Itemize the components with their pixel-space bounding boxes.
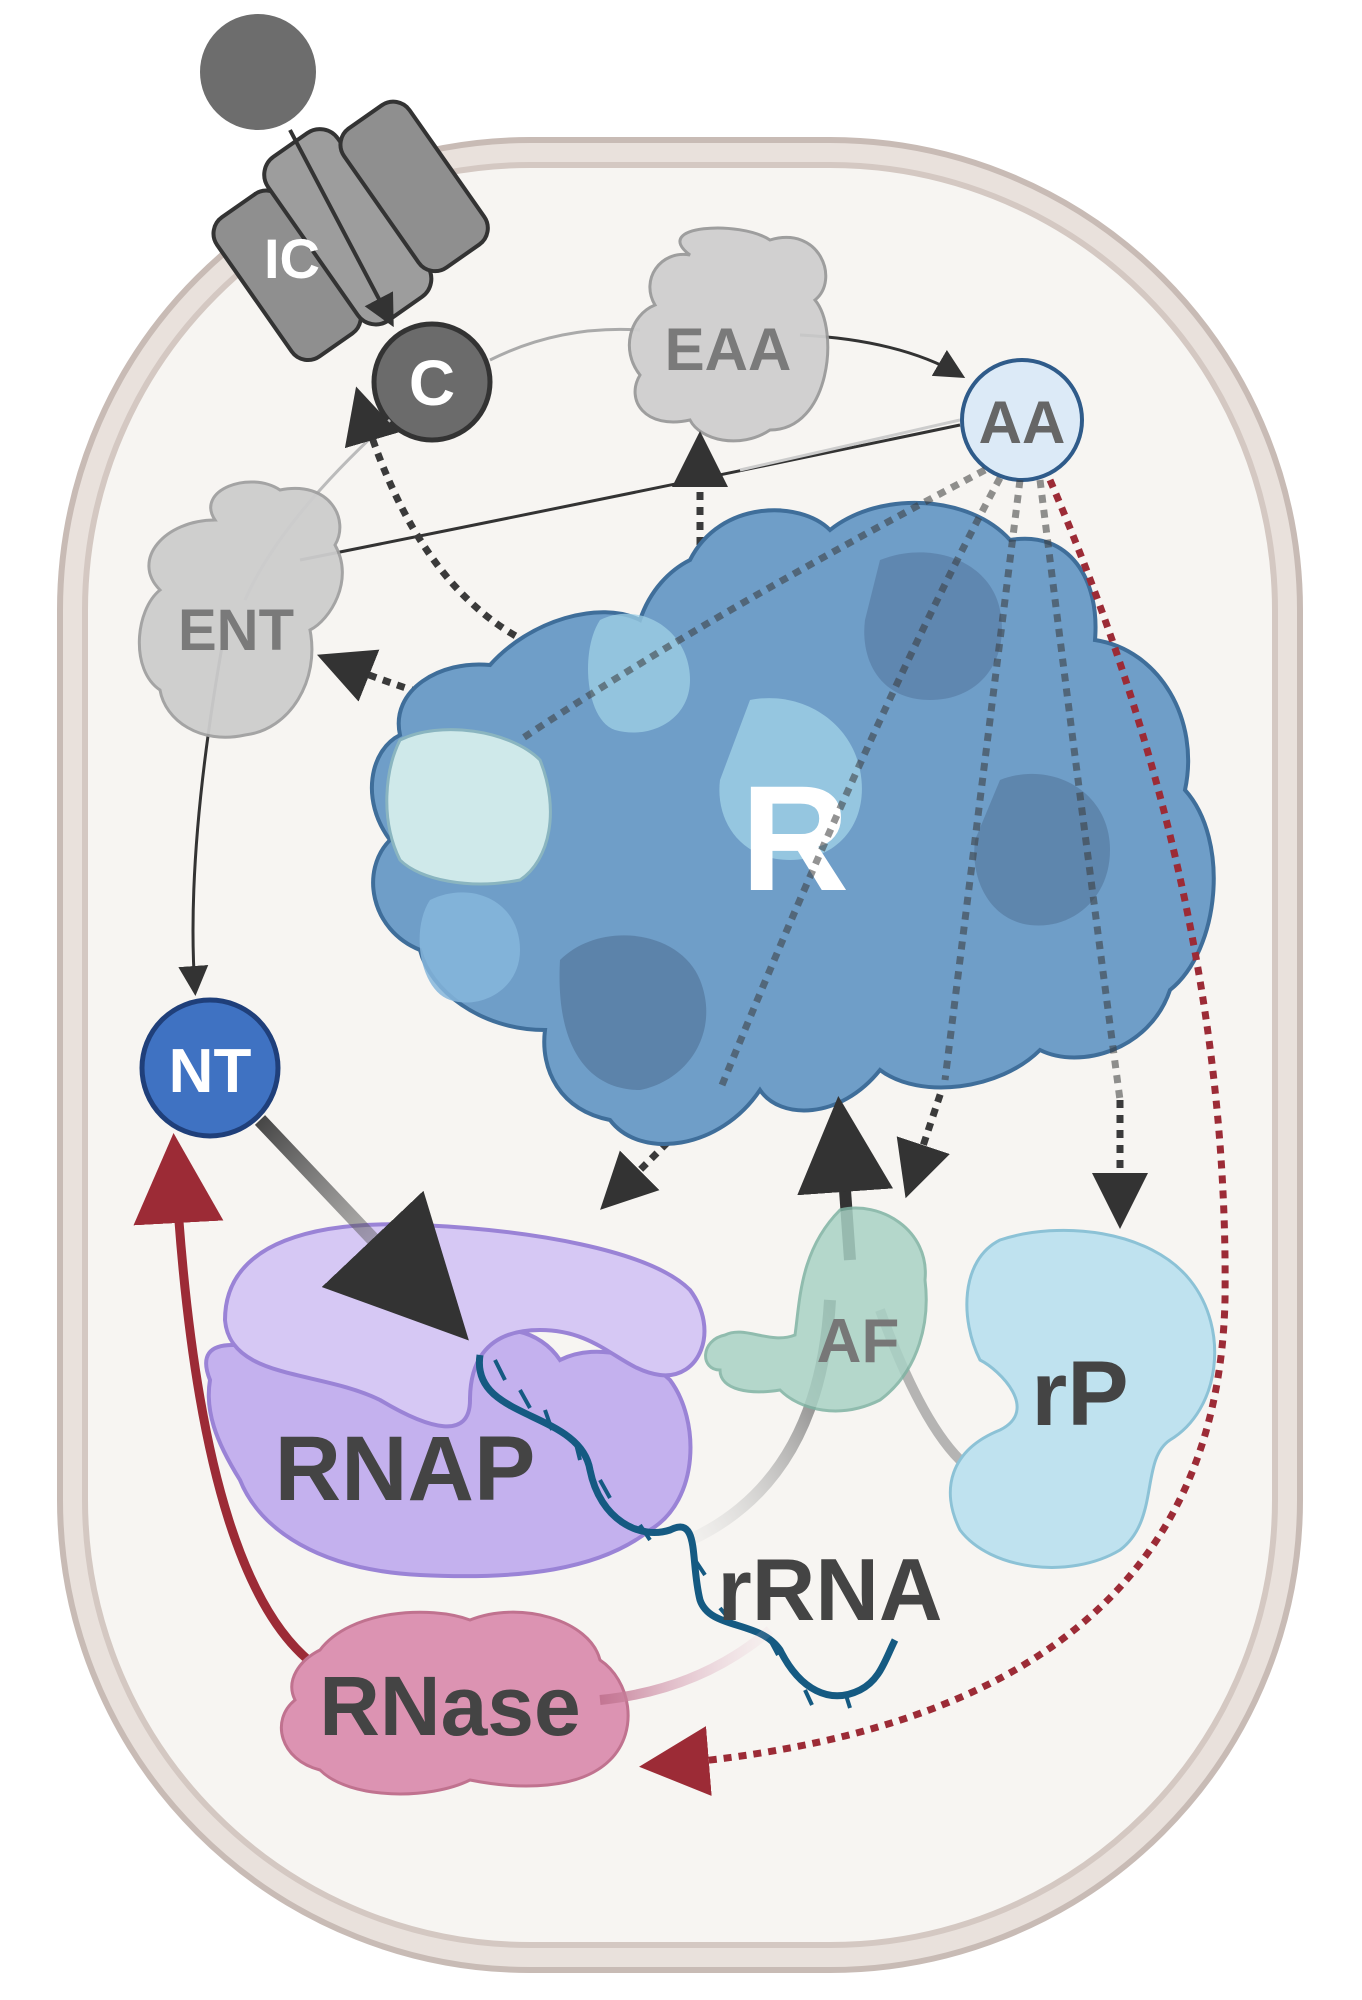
ribosome-r: R — [369, 500, 1216, 1146]
aa-to-rnase-arrow — [639, 478, 1229, 1796]
rnase-label: RNase — [319, 1659, 580, 1753]
rnap-label: RNAP — [275, 1418, 536, 1520]
node-nt: NT — [139, 997, 281, 1139]
node-c: C — [371, 321, 493, 443]
enzyme-eaa: EAA — [627, 226, 830, 443]
import-arrow — [288, 129, 394, 328]
rp-label: rP — [1031, 1343, 1128, 1445]
node-aa: AA — [960, 358, 1084, 482]
ic-label: IC — [264, 227, 320, 290]
ion-channel-ic: IC — [200, 14, 490, 363]
rrna-strand: rRNA — [475, 1354, 943, 1709]
rnase-to-rrna-link — [599, 1626, 774, 1705]
aa-faint-line — [739, 418, 961, 472]
af-label: AF — [817, 1307, 900, 1376]
ent-label: ENT — [178, 598, 294, 663]
c-to-eaa-line — [489, 327, 641, 362]
rnase-to-nt-arrow — [133, 1133, 342, 1685]
nt-label: NT — [169, 1037, 252, 1106]
c-label: C — [409, 347, 455, 419]
enzyme-ent: ENT — [137, 480, 344, 739]
eaa-label: EAA — [665, 316, 792, 383]
aa-output-arrows — [518, 466, 1124, 1101]
enzyme-rnase: RNase — [279, 1610, 630, 1796]
aa-label: AA — [979, 389, 1066, 456]
factor-af: AF — [704, 1206, 928, 1413]
r-label: R — [741, 754, 849, 922]
substrate-molecule — [200, 14, 316, 130]
rrna-label: rRNA — [718, 1540, 943, 1639]
protein-rp: rP — [948, 1228, 1217, 1569]
nt-to-rnap-arrow — [254, 1115, 469, 1341]
aa-to-ent-line — [299, 423, 961, 562]
